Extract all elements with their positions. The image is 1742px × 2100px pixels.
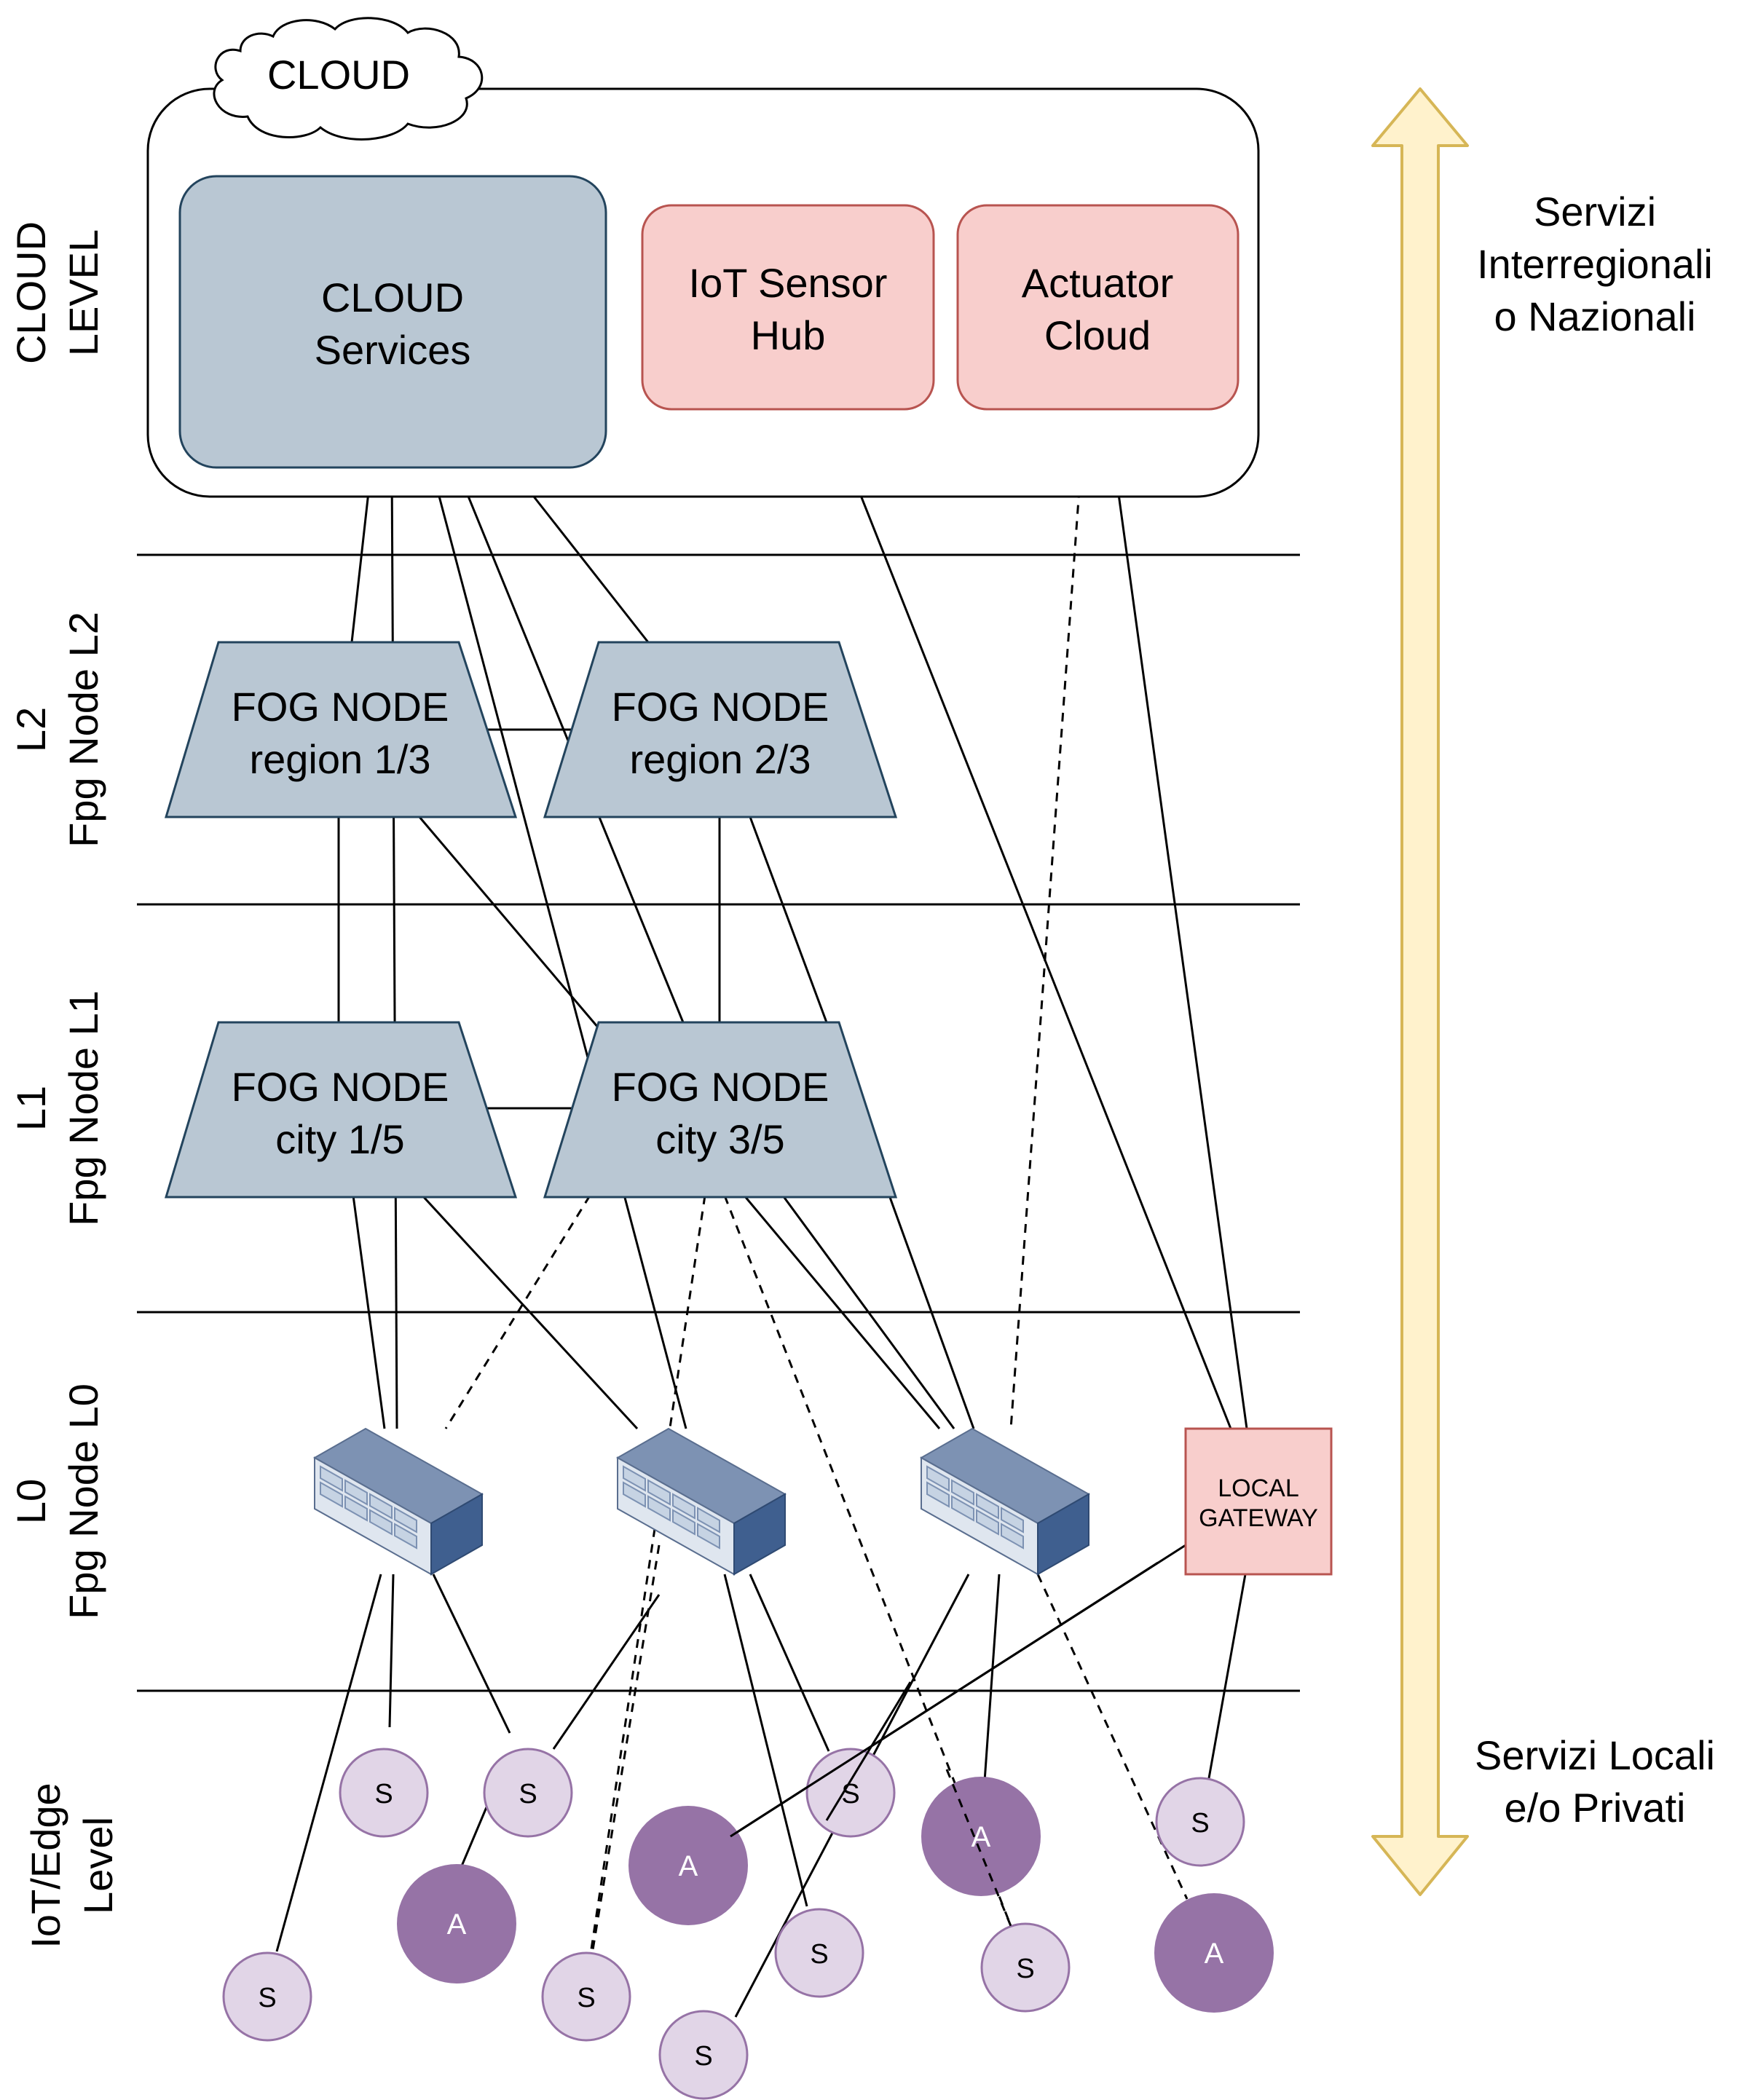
svg-text:S: S — [1016, 1954, 1034, 1984]
cloud-services-line2: Services — [315, 327, 471, 373]
svg-text:A: A — [972, 1821, 991, 1853]
arrow-labels: Servizi Interregionali o Nazionali Servi… — [1475, 189, 1715, 1831]
sensor-node: S — [774, 1908, 864, 1998]
cloud-level-container: CLOUD CLOUD Services IoT Sensor Hub Actu… — [146, 17, 1260, 498]
sensor-node: S — [658, 2010, 749, 2100]
arrow-bottom-line1: Servizi Locali — [1475, 1732, 1715, 1778]
sensor-node: S — [339, 1748, 429, 1838]
cloud-services-line1: CLOUD — [321, 275, 464, 320]
sensor-node: S — [805, 1748, 896, 1838]
server-icon-1 — [314, 1428, 483, 1575]
level-l1-line1: L1 — [8, 1086, 54, 1131]
arrow-top-line2: Interregionali — [1477, 241, 1713, 287]
svg-text:S: S — [374, 1779, 393, 1809]
svg-text:S: S — [577, 1983, 595, 2013]
actuator-cloud-box: Actuator Cloud — [956, 204, 1240, 411]
local-gateway-box: LOCAL GATEWAY — [1184, 1427, 1333, 1576]
local-gateway-line2: GATEWAY — [1199, 1504, 1318, 1532]
level-cloud-line1: CLOUD — [8, 221, 54, 364]
double-arrow-icon — [1371, 87, 1469, 1896]
fog-city-1-line1: FOG NODE — [232, 1064, 449, 1110]
level-l0-line2: Fpg Node L0 — [60, 1383, 106, 1619]
fog-node-city-1-5: FOG NODE city 1/5 — [164, 1021, 518, 1199]
iot-sensor-hub-box: IoT Sensor Hub — [641, 204, 935, 411]
local-gateway-line1: LOCAL — [1218, 1475, 1299, 1502]
sensor-node: S — [541, 1951, 631, 2042]
fog-region-2-line2: region 2/3 — [629, 736, 811, 782]
fog-region-2-line1: FOG NODE — [612, 684, 829, 730]
level-l0-line1: L0 — [8, 1479, 54, 1524]
cloud-shape-icon: CLOUD — [213, 17, 484, 141]
svg-text:A: A — [447, 1908, 467, 1941]
fog-node-region-1-3: FOG NODE region 1/3 — [164, 641, 518, 818]
arrow-bottom-line2: e/o Privati — [1505, 1785, 1686, 1831]
fog-city-3-line1: FOG NODE — [612, 1064, 829, 1110]
fog-node-city-3-5: FOG NODE city 3/5 — [543, 1021, 898, 1199]
sensor-node: S — [980, 1922, 1071, 2013]
actuator-node: A — [397, 1864, 516, 1983]
solid-connections — [275, 408, 1248, 2018]
actuator-node: A — [921, 1777, 1041, 1896]
server-icon-2 — [617, 1428, 786, 1575]
fog-city-1-line2: city 1/5 — [275, 1116, 404, 1162]
arrow-top-line1: Servizi — [1534, 189, 1656, 234]
edge-devices: S S S S S S S S — [222, 1748, 1274, 2100]
cloud-services-box: CLOUD Services — [178, 175, 607, 469]
server-icon-3 — [921, 1428, 1089, 1575]
fog-city-3-line2: city 3/5 — [655, 1116, 784, 1162]
iot-sensor-hub-line1: IoT Sensor — [689, 260, 888, 306]
svg-text:A: A — [1205, 1938, 1224, 1970]
level-edge-line1: IoT/Edge — [23, 1783, 68, 1948]
svg-text:S: S — [519, 1779, 537, 1809]
actuator-node: A — [1154, 1893, 1274, 2013]
svg-text:S: S — [841, 1779, 859, 1809]
level-separators — [137, 553, 1300, 1692]
svg-text:S: S — [258, 1983, 276, 2013]
actuator-cloud-line2: Cloud — [1044, 312, 1151, 358]
level-l1-line2: Fpg Node L1 — [60, 990, 106, 1226]
overlay-connections — [730, 1561, 1159, 1838]
sensor-node: S — [483, 1748, 573, 1838]
cloud-label: CLOUD — [267, 52, 410, 98]
level-l2-line1: L2 — [8, 707, 54, 752]
svg-text:S: S — [694, 2041, 712, 2072]
svg-text:A: A — [679, 1850, 698, 1882]
iot-sensor-hub-line2: Hub — [751, 312, 826, 358]
sensor-node: S — [1155, 1777, 1245, 1867]
overlay-dashed — [945, 1769, 1014, 1930]
actuator-cloud-line1: Actuator — [1022, 260, 1174, 306]
svg-text:S: S — [810, 1939, 828, 1970]
actuator-node: A — [628, 1806, 748, 1925]
level-l2-line2: Fpg Node L2 — [60, 612, 106, 848]
svg-text:S: S — [1191, 1808, 1209, 1839]
fog-node-region-2-3: FOG NODE region 2/3 — [543, 641, 898, 818]
arrow-top-line3: o Nazionali — [1494, 293, 1695, 339]
fog-region-1-line2: region 1/3 — [249, 736, 430, 782]
level-edge-line2: Level — [75, 1817, 121, 1914]
fog-region-1-line1: FOG NODE — [232, 684, 449, 730]
level-labels: CLOUD LEVEL L2 Fpg Node L2 L1 Fpg Node L… — [8, 221, 121, 1949]
sensor-node: S — [222, 1951, 312, 2042]
level-cloud-line2: LEVEL — [60, 229, 106, 356]
